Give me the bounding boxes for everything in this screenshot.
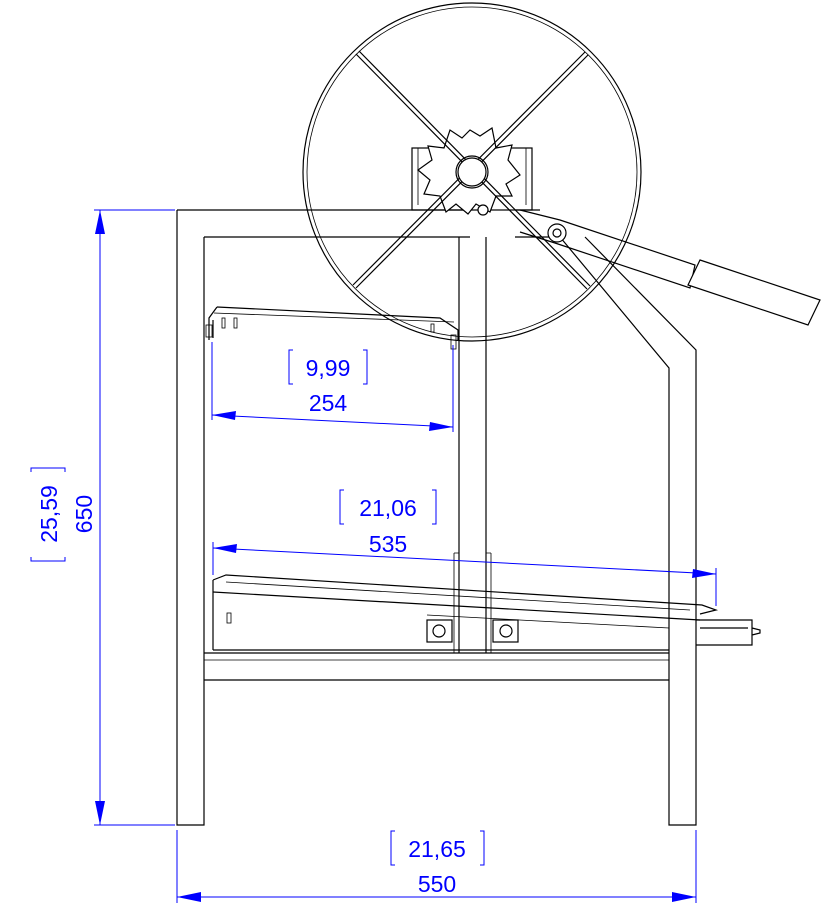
right-angled-post [559,236,697,826]
height-dim-bracket-bottom [30,557,66,562]
tray-dim-bracket-right [432,489,437,525]
height-dim-arrow-top [95,210,105,234]
shelf-dim-arrow-left [212,411,236,420]
width-dim-mm: 550 [418,871,456,897]
tray-slot [226,612,232,624]
wheel [302,2,642,342]
height-dim-arrow-bottom [95,801,105,825]
lever-pivot-inner [552,228,562,238]
width-dim-bracket-right [480,830,485,866]
lever-arm [519,209,696,289]
shelf-dim-bracket-left [288,349,293,385]
shelf-left-bracket [208,306,218,340]
tray-left-wall [212,580,669,651]
bolt-plate-left [426,619,453,643]
tray-dim-mm: 535 [369,531,407,557]
tray-inner [225,581,691,611]
frame [176,209,697,826]
tray-dim-line [212,547,717,575]
tray-dim-bracket-left [339,489,344,525]
lever-pivot-outer [547,223,567,243]
wheel-rim-outer [302,2,642,342]
top-rail [177,209,470,238]
dimension-shelf: 9,99 254 [211,342,454,432]
shelf-dim-bracket-right [363,349,368,385]
bolt-plate-right [492,619,519,643]
small-pin [477,204,489,216]
shelf-clip-1 [221,317,226,329]
width-dim-arrow-left [177,892,201,902]
tray-dim-arrow-left [213,544,237,553]
shelf-dim-inch: 9,99 [306,355,351,381]
left-leg [176,210,205,826]
upper-shelf [205,306,459,350]
dimension-tray: 21,06 535 [212,489,717,606]
shelf-clip-left [205,324,213,338]
shelf-dim-mm: 254 [309,390,348,416]
dimension-width: 21,65 550 [176,830,697,903]
bolt-right [499,624,513,638]
tray-wedge [426,614,670,629]
center-post-bracket [453,552,492,653]
shelf-dim-arrow-right [429,422,453,431]
width-dim-bracket-left [390,830,395,866]
dimension-height: 25,59 650 [30,209,175,826]
outlet-spout [696,619,761,646]
height-dim-mm: 650 [71,495,97,533]
wheel-rim-inner [306,6,638,338]
handle-arm [519,209,821,326]
width-dim-inch: 21,65 [408,836,466,862]
lever-grip [687,259,821,326]
shelf-underside [213,312,455,323]
center-post [458,237,487,653]
gear-bracket-inner [417,148,527,205]
tray-dim-inch: 21,06 [359,495,417,521]
width-dim-arrow-right [672,892,696,902]
shelf-dim-line [211,414,454,428]
wheel-hub [457,157,487,187]
shelf-clip-2 [233,317,238,329]
lower-tray [212,574,761,651]
height-dim-bracket-top [30,467,66,472]
lower-crossbar [204,652,669,681]
height-dim-inch: 25,59 [36,485,62,543]
shelf-top [216,306,459,340]
tray-top [212,574,719,615]
tray-dim-arrow-right [692,569,716,578]
shelf-clip-3 [430,323,435,333]
tray-bottom [212,591,701,621]
bolt-left [432,624,446,638]
